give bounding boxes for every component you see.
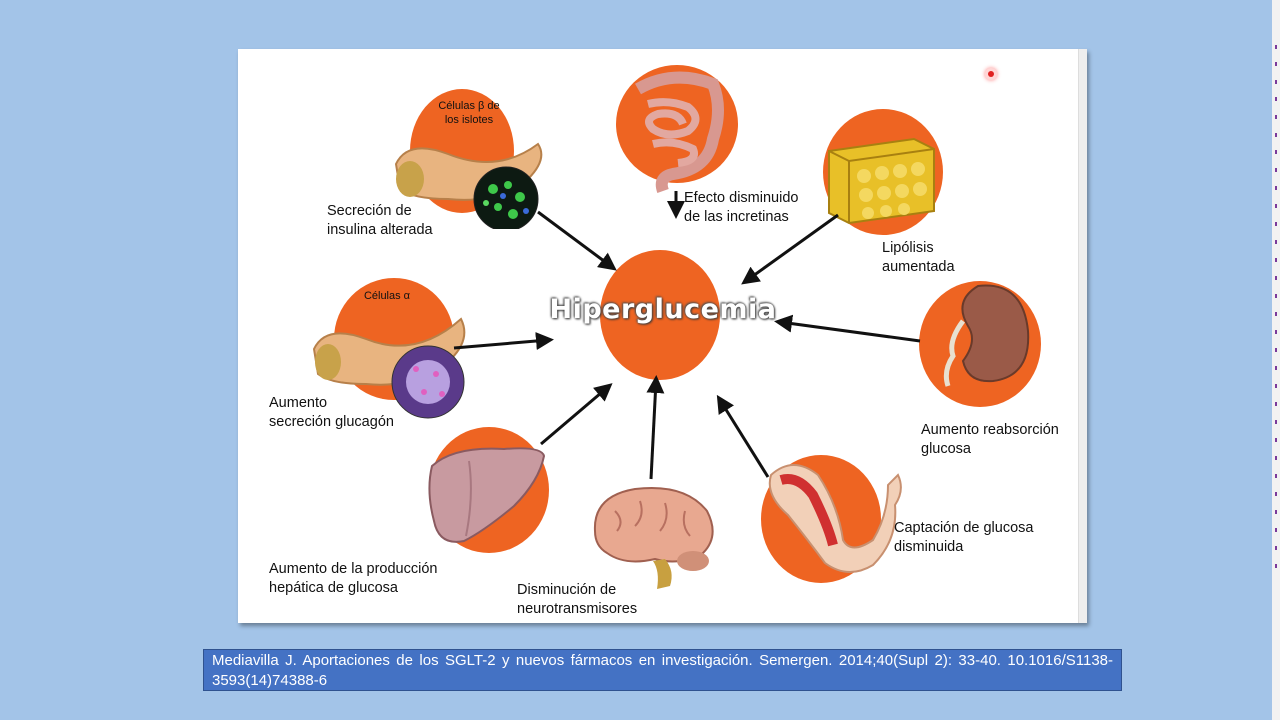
hepatica-label: Aumento de la producción hepática de glu… bbox=[269, 561, 438, 596]
arrow-hepatica bbox=[540, 383, 613, 446]
citation-box: Mediavilla J. Aportaciones de los SGLT-2… bbox=[203, 649, 1122, 691]
intestine-image bbox=[635, 71, 724, 194]
adipose-tissue-image bbox=[828, 137, 935, 225]
liver-image bbox=[428, 447, 546, 543]
insulina-label: Secreción de insulina alterada bbox=[327, 203, 433, 238]
brain-image bbox=[593, 486, 714, 589]
scrollbar-strip bbox=[1272, 0, 1280, 720]
diagram-slide: Células β de los islotes Secreción de in… bbox=[238, 49, 1087, 623]
arrow-insulina bbox=[537, 210, 617, 271]
hiperglucemia-circle bbox=[600, 250, 720, 380]
hiperglucemia-title: Hiperglucemia bbox=[549, 294, 777, 325]
neuro-label: Disminución de neurotransmisores bbox=[517, 582, 638, 617]
insulina-sub-label: Células β de los islotes bbox=[438, 100, 500, 126]
arrow-lipolisis bbox=[741, 213, 839, 285]
arrow-neuro bbox=[646, 375, 665, 480]
arrows-layer bbox=[453, 191, 921, 480]
arm-muscle-image bbox=[768, 464, 902, 573]
lipolisis-label: Lipólisis aumentada bbox=[882, 240, 955, 275]
record-indicator-icon bbox=[985, 68, 997, 80]
arrow-captacion bbox=[716, 394, 770, 478]
glucagon-sub-label: Células α bbox=[363, 290, 411, 302]
pancreas-beta-image bbox=[394, 142, 543, 229]
captacion-label: Captación de glucosa disminuida bbox=[894, 520, 1034, 555]
kidney-image bbox=[943, 284, 1030, 387]
glucagon-label: Aumento secreción glucagón bbox=[269, 395, 394, 430]
arrow-glucagon bbox=[453, 332, 554, 350]
slide-edge bbox=[1078, 49, 1087, 623]
arrow-reabsorcion bbox=[774, 314, 921, 343]
reabsorcion-label: Aumento reabsorción glucosa bbox=[921, 422, 1059, 457]
pancreas-alpha-image bbox=[312, 317, 466, 419]
incretinas-label: Efecto disminuido de las incretinas bbox=[684, 190, 799, 225]
